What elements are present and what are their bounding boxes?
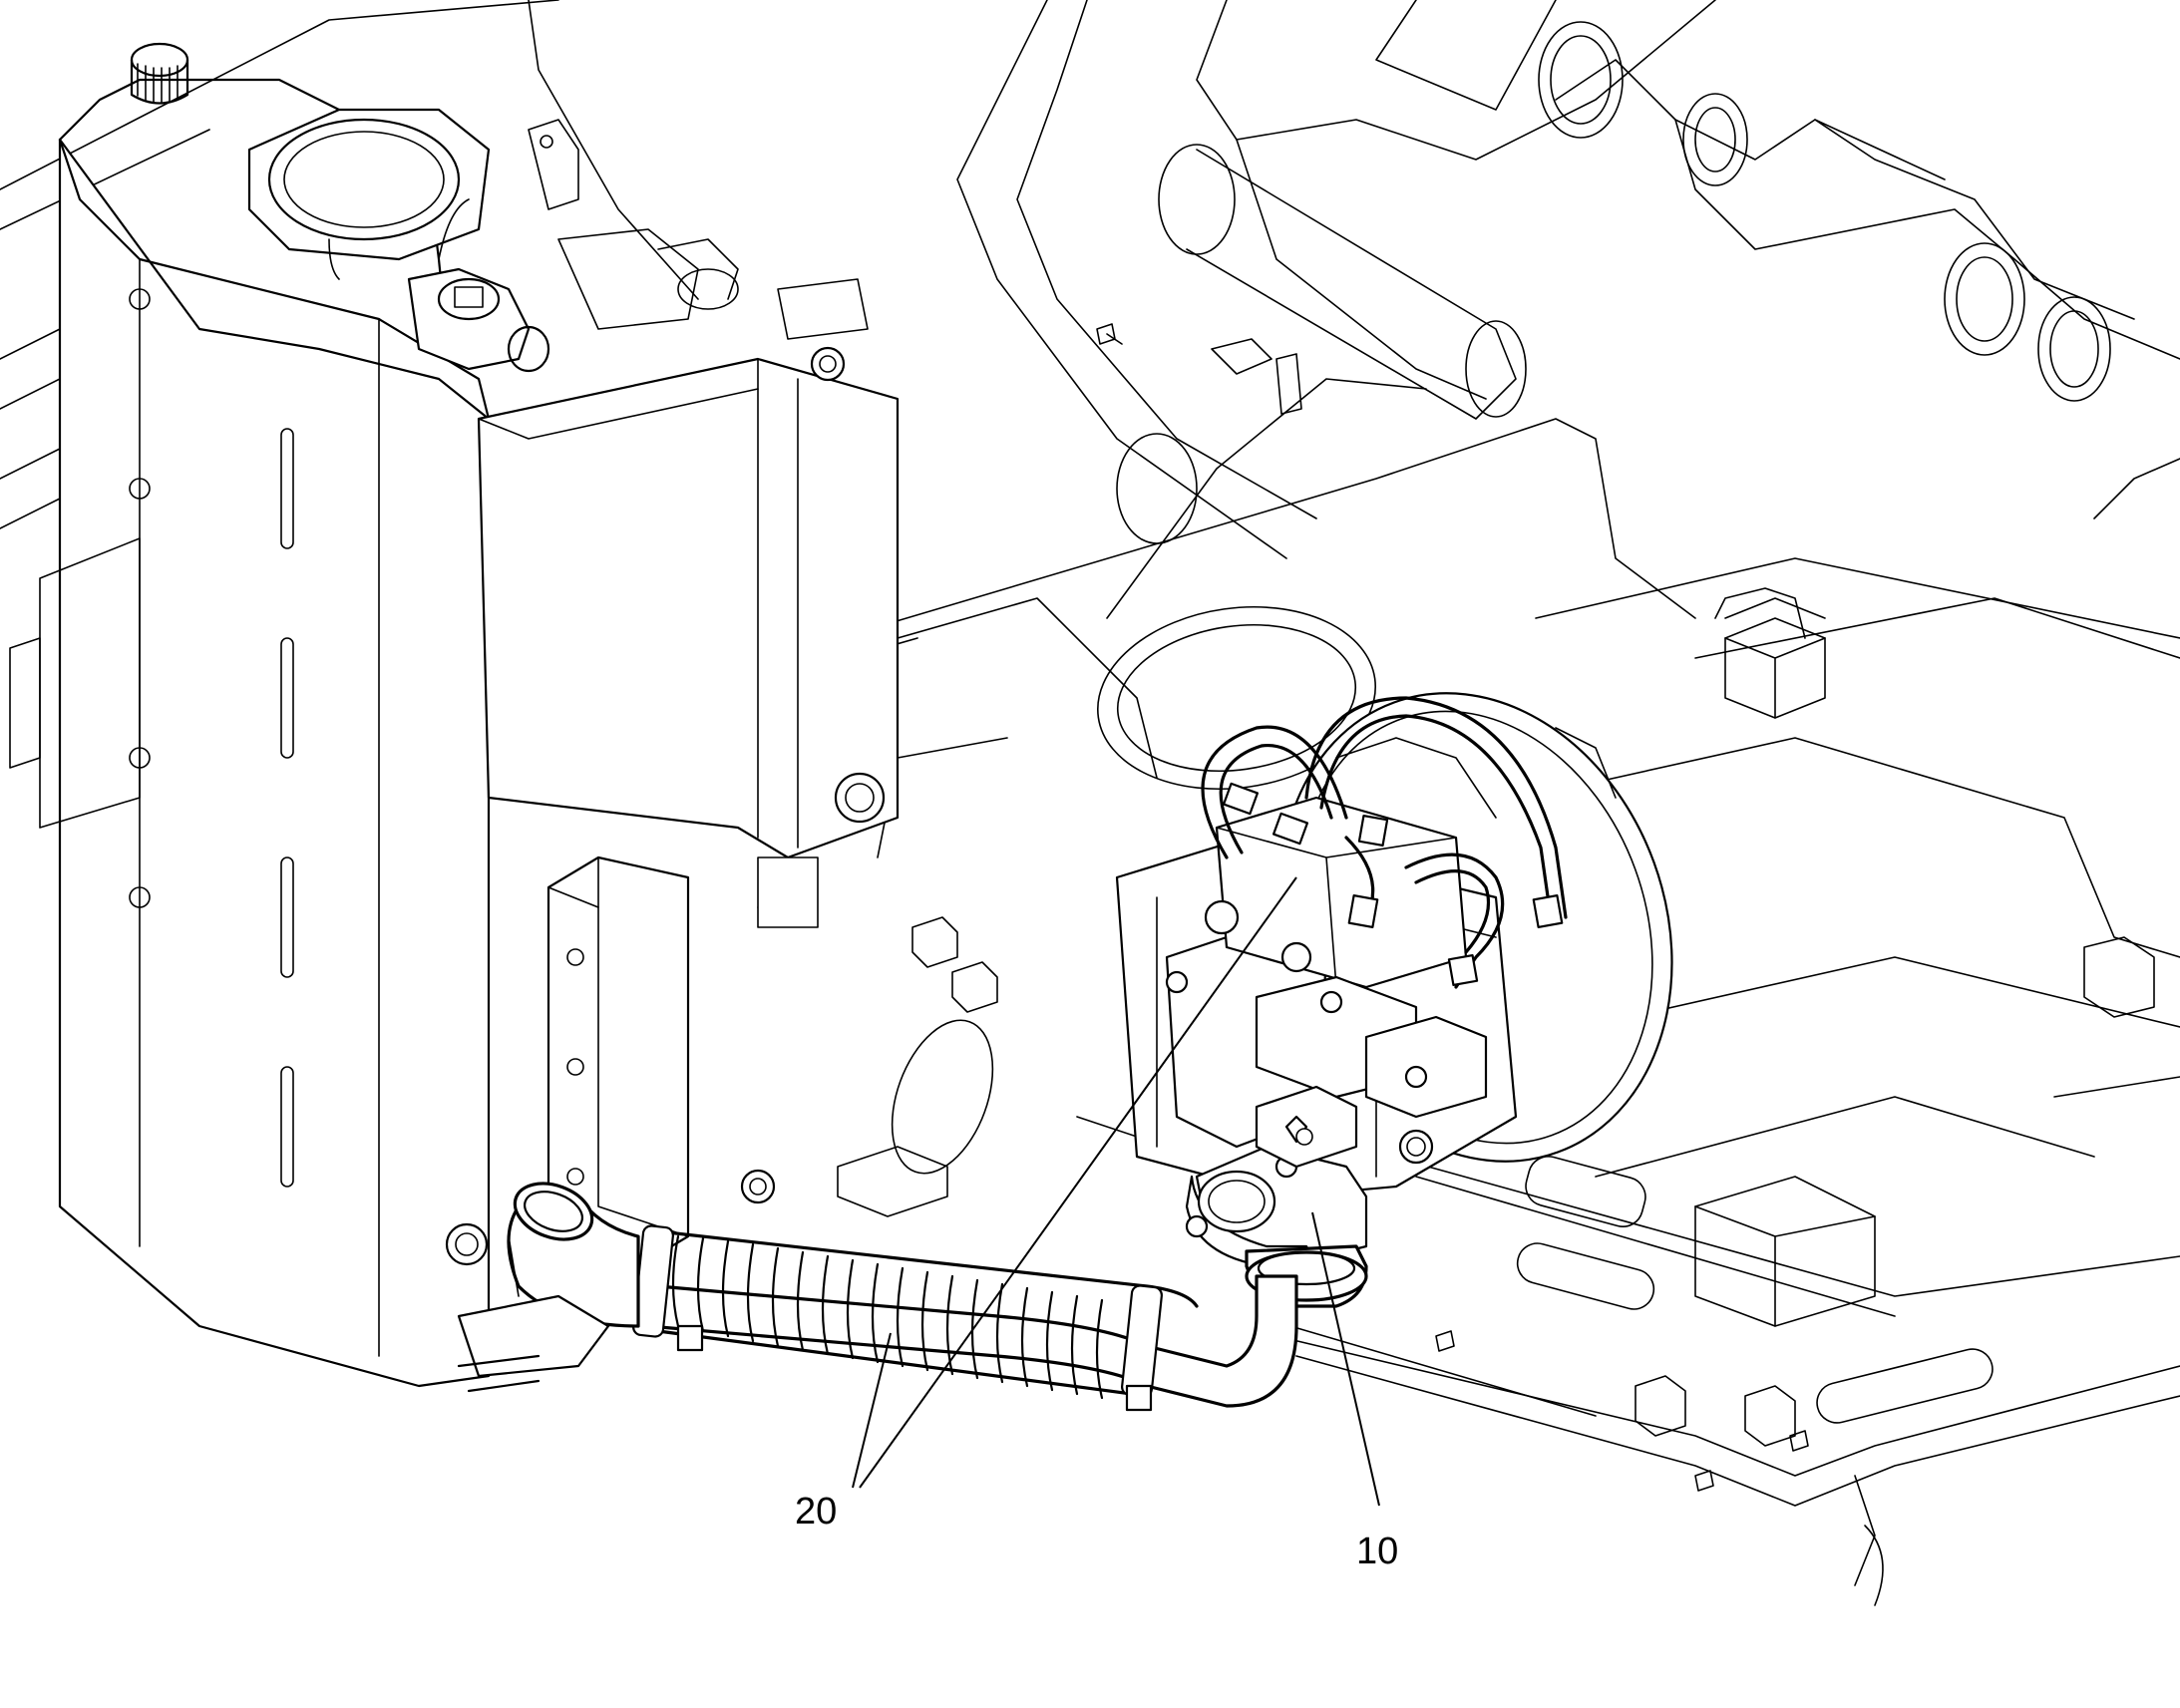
leader-lines (852, 876, 1380, 1507)
leader-20-hose (852, 1332, 892, 1489)
plate-details (837, 323, 1809, 1492)
callout-labels: 20 10 (795, 1491, 1398, 1572)
hydraulic-tank (9, 42, 550, 1388)
leader-10-pump (1311, 1211, 1380, 1507)
leader-20-hose-pipe (859, 876, 1297, 1489)
machine-frame (0, 0, 2180, 1606)
callout-10: 10 (1356, 1531, 1398, 1572)
suction-hose (445, 1169, 1298, 1412)
callout-20: 20 (795, 1491, 837, 1533)
hydraulic-pump-assembly (1115, 692, 1673, 1308)
mounting-bracket (477, 119, 900, 928)
